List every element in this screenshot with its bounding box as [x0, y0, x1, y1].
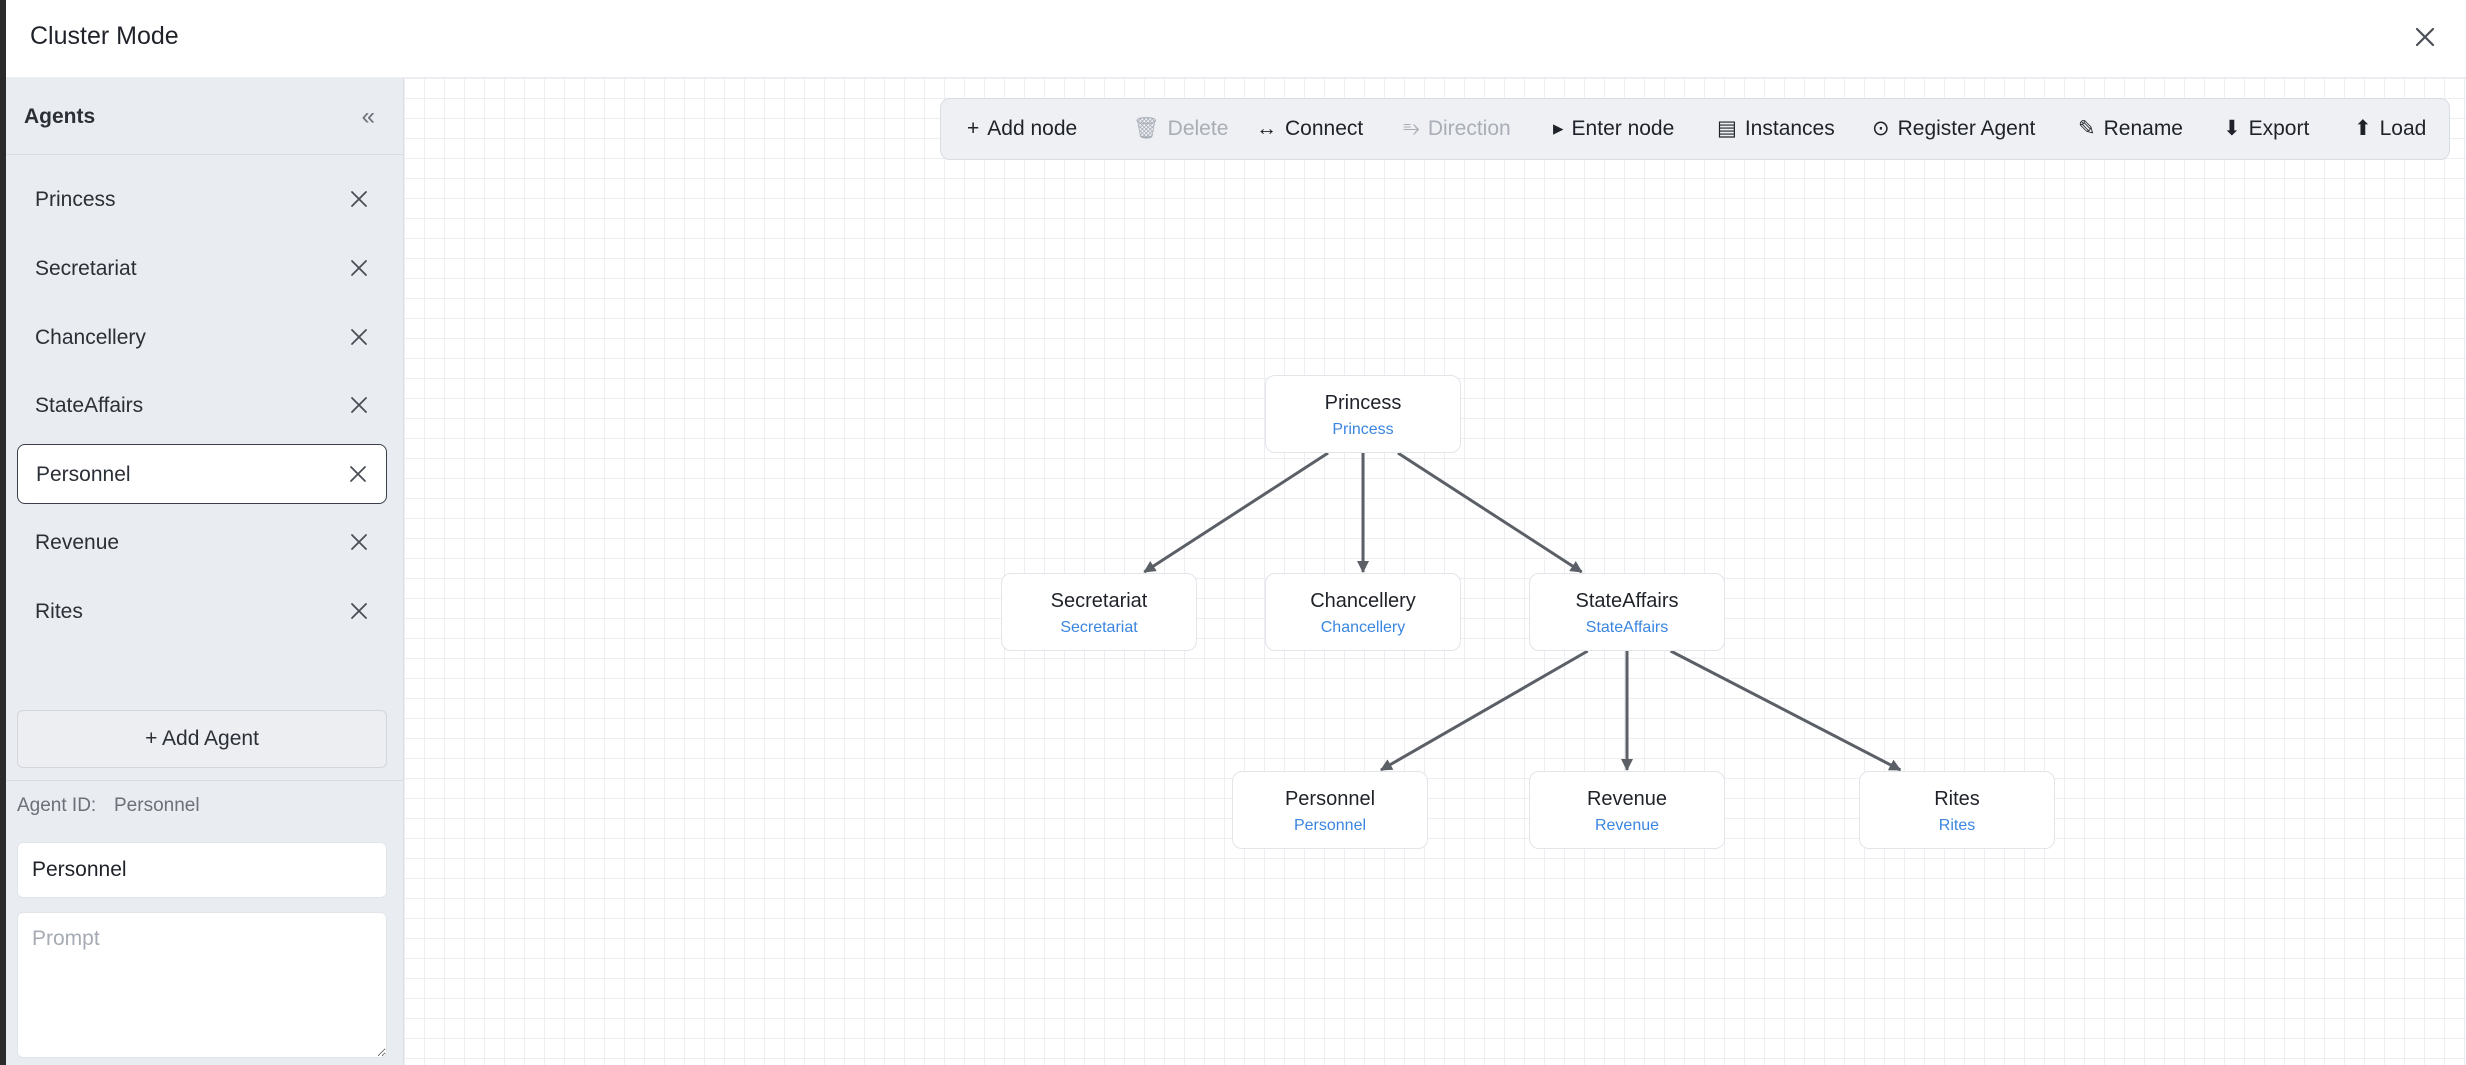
- target-icon: ⊙: [1872, 117, 1890, 140]
- load-button[interactable]: ⬆ Load: [2354, 99, 2426, 159]
- graph-node-secretariat[interactable]: Secretariat Secretariat: [1001, 573, 1197, 651]
- node-agent-label: Revenue: [1594, 817, 1660, 834]
- node-agent-label: StateAffairs: [1585, 619, 1669, 636]
- trash-icon: 🗑: [1133, 117, 1160, 140]
- node-title: Secretariat: [1050, 590, 1148, 612]
- enter-node-button[interactable]: ▸ Enter node: [1553, 99, 1674, 159]
- edge-stateaffairs-to-rites[interactable]: [1669, 649, 1902, 772]
- node-agent-label: Personnel: [1293, 817, 1367, 834]
- register-agent-label: Register Agent: [1897, 117, 2036, 140]
- node-title: Revenue: [1586, 788, 1668, 810]
- play-icon: ▸: [1553, 117, 1564, 140]
- delete-label: Delete: [1167, 117, 1229, 140]
- direction-button[interactable]: ⥱ Direction: [1403, 99, 1511, 159]
- node-agent-label: Rites: [1938, 817, 1976, 834]
- sidebar-title: Agents: [24, 105, 96, 128]
- list-icon: ▤: [1717, 117, 1737, 140]
- direction-label: Direction: [1427, 117, 1511, 140]
- enter-node-label: Enter node: [1571, 117, 1675, 140]
- agent-item-label: StateAffairs: [35, 394, 144, 417]
- agent-item-label: Secretariat: [35, 257, 137, 280]
- agent-item-personnel[interactable]: Personnel: [17, 444, 387, 504]
- node-title: Personnel: [1284, 788, 1376, 810]
- graph-node-revenue[interactable]: Revenue Revenue: [1529, 771, 1725, 849]
- instances-button[interactable]: ▤ Instances: [1717, 99, 1835, 159]
- sidebar-divider: [6, 780, 403, 781]
- prompt-textarea[interactable]: [17, 912, 387, 1058]
- remove-agent-icon[interactable]: [347, 325, 371, 349]
- agent-item-stateaffairs[interactable]: StateAffairs: [17, 376, 387, 436]
- node-title: Princess: [1324, 392, 1402, 414]
- close-icon: [2415, 27, 2435, 47]
- agent-item-chancellery[interactable]: Chancellery: [17, 308, 387, 368]
- graph-node-stateaffairs[interactable]: StateAffairs StateAffairs: [1529, 573, 1725, 651]
- graph-node-personnel[interactable]: Personnel Personnel: [1232, 771, 1428, 849]
- agent-name-input[interactable]: [17, 842, 387, 898]
- node-title: StateAffairs: [1575, 590, 1679, 612]
- graph-toolbar: + Add node 🗑 Delete ↔ Connect ⥱ Direction ▸ E…: [940, 98, 2450, 160]
- remove-agent-icon[interactable]: [347, 256, 371, 280]
- plus-icon: +: [967, 117, 980, 140]
- connect-button[interactable]: ↔ Connect: [1256, 99, 1363, 159]
- remove-agent-icon[interactable]: [346, 462, 370, 486]
- sidebar-header: Agents «: [6, 78, 403, 155]
- node-title: Rites: [1934, 788, 1980, 810]
- remove-agent-icon[interactable]: [347, 599, 371, 623]
- load-label: Load: [2379, 117, 2427, 140]
- graph-canvas[interactable]: Princess Princess Secretariat Secretaria…: [404, 78, 2466, 1065]
- agent-item-label: Rites: [35, 600, 83, 623]
- node-agent-label: Princess: [1332, 421, 1394, 438]
- double-arrow-icon: ↔: [1256, 117, 1277, 140]
- close-dialog-button[interactable]: [2408, 20, 2442, 54]
- node-agent-label: Chancellery: [1320, 619, 1406, 636]
- agent-item-rites[interactable]: Rites: [17, 582, 387, 642]
- download-icon: ⬇: [2223, 117, 2241, 140]
- remove-agent-icon[interactable]: [347, 187, 371, 211]
- agent-id-label: Agent ID:: [17, 795, 97, 816]
- connect-label: Connect: [1285, 117, 1364, 140]
- add-node-button[interactable]: + Add node: [967, 99, 1077, 159]
- graph-node-rites[interactable]: Rites Rites: [1859, 771, 2055, 849]
- agent-id-value: Personnel: [114, 795, 200, 816]
- collapse-sidebar-button[interactable]: «: [361, 103, 375, 130]
- rename-label: Rename: [2103, 117, 2183, 140]
- export-label: Export: [2248, 117, 2310, 140]
- pencil-icon: ✎: [2078, 117, 2096, 140]
- background-window-edge: [0, 0, 6, 1065]
- agent-item-label: Princess: [35, 188, 116, 211]
- dialog-header: Cluster Mode: [6, 0, 2466, 78]
- upload-icon: ⬆: [2354, 117, 2372, 140]
- remove-agent-icon[interactable]: [347, 393, 371, 417]
- node-agent-label: Secretariat: [1060, 619, 1138, 636]
- graph-node-chancellery[interactable]: Chancellery Chancellery: [1265, 573, 1461, 651]
- export-button[interactable]: ⬇ Export: [2223, 99, 2309, 159]
- agent-item-label: Personnel: [36, 463, 131, 486]
- agents-sidebar: Agents « Princess Secretariat Chanceller…: [6, 78, 404, 1065]
- rename-button[interactable]: ✎ Rename: [2078, 99, 2183, 159]
- direction-icon: ⥱: [1403, 117, 1420, 140]
- edge-stateaffairs-to-personnel[interactable]: [1380, 649, 1589, 772]
- remove-agent-icon[interactable]: [347, 530, 371, 554]
- agent-item-secretariat[interactable]: Secretariat: [17, 239, 387, 299]
- node-title: Chancellery: [1310, 590, 1416, 612]
- instances-label: Instances: [1744, 117, 1835, 140]
- delete-button[interactable]: 🗑 Delete: [1133, 99, 1228, 159]
- cluster-mode-dialog: Cluster Mode Agents « Princess Secretari…: [6, 0, 2466, 1065]
- edge-princess-to-secretariat[interactable]: [1143, 451, 1329, 574]
- add-node-label: Add node: [987, 117, 1078, 140]
- graph-node-princess[interactable]: Princess Princess: [1265, 375, 1461, 453]
- agent-item-princess[interactable]: Princess: [17, 170, 387, 230]
- add-agent-button[interactable]: + Add Agent: [17, 710, 387, 768]
- graph-edges: [1143, 451, 1902, 772]
- agent-item-revenue[interactable]: Revenue: [17, 513, 387, 573]
- dialog-title: Cluster Mode: [30, 22, 179, 50]
- edge-princess-to-stateaffairs[interactable]: [1397, 451, 1583, 574]
- agent-item-label: Chancellery: [35, 326, 146, 349]
- agent-item-label: Revenue: [35, 531, 120, 554]
- register-agent-button[interactable]: ⊙ Register Agent: [1872, 99, 2035, 159]
